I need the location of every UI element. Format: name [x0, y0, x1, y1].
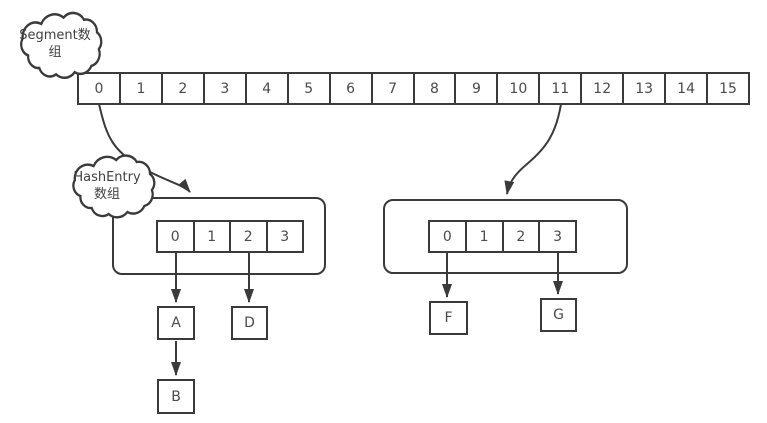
- segment-cell-3: 3: [205, 74, 247, 103]
- left-hashentry-array: 0 1 2 3: [156, 220, 304, 253]
- segment-cell-4: 4: [247, 74, 289, 103]
- segment-cell-13: 13: [624, 74, 667, 103]
- hashentry-cloud-label: HashEntry 数组: [62, 169, 152, 203]
- segment-cell-1: 1: [121, 74, 163, 103]
- segment-cell-6: 6: [331, 74, 373, 103]
- segment-cell-14: 14: [666, 74, 709, 103]
- segment-cell-5: 5: [289, 74, 331, 103]
- left-bucket-cell-2: 2: [231, 222, 268, 251]
- segment-cell-2: 2: [163, 74, 205, 103]
- entry-node-f: F: [429, 301, 468, 335]
- entry-node-b: B: [157, 379, 195, 414]
- segment-cell-8: 8: [415, 74, 457, 103]
- segment-cell-15: 15: [719, 80, 737, 97]
- segment-cloud-label-line1: Segment数: [19, 28, 91, 43]
- left-bucket-cell-0: 0: [158, 222, 195, 251]
- segment-cell-12: 12: [582, 74, 625, 103]
- segment-cloud-label-line2: 组: [48, 45, 62, 60]
- right-bucket-cell-3: 3: [553, 228, 563, 245]
- entry-node-d: D: [231, 306, 268, 340]
- segment-cell-9: 9: [456, 74, 499, 103]
- segment-cell-10: 10: [498, 74, 541, 103]
- right-bucket-cell-1: 1: [467, 222, 504, 251]
- hashentry-cloud-label-line2: 数组: [93, 187, 120, 202]
- right-bucket-cell-2: 2: [504, 222, 541, 251]
- hashentry-cloud-label-line1: HashEntry: [73, 170, 141, 185]
- right-hashentry-array: 0 1 2 3: [428, 220, 577, 253]
- right-bucket-cell-0: 0: [430, 222, 467, 251]
- entry-node-g: G: [540, 298, 577, 332]
- arrow-segment11-to-right-bucket: [504, 103, 562, 195]
- segment-cell-11: 11: [540, 74, 583, 103]
- segment-cloud-label: Segment数 组: [13, 27, 97, 61]
- left-bucket-cell-3: 3: [280, 228, 290, 245]
- entry-node-a: A: [157, 306, 195, 340]
- left-bucket-cell-1: 1: [195, 222, 231, 251]
- segment-cell-0: 0: [79, 74, 121, 103]
- segment-cell-7: 7: [373, 74, 415, 103]
- segment-array: 0 1 2 3 4 5 6 7 8 9 10 11 12 13 14 15: [77, 72, 750, 105]
